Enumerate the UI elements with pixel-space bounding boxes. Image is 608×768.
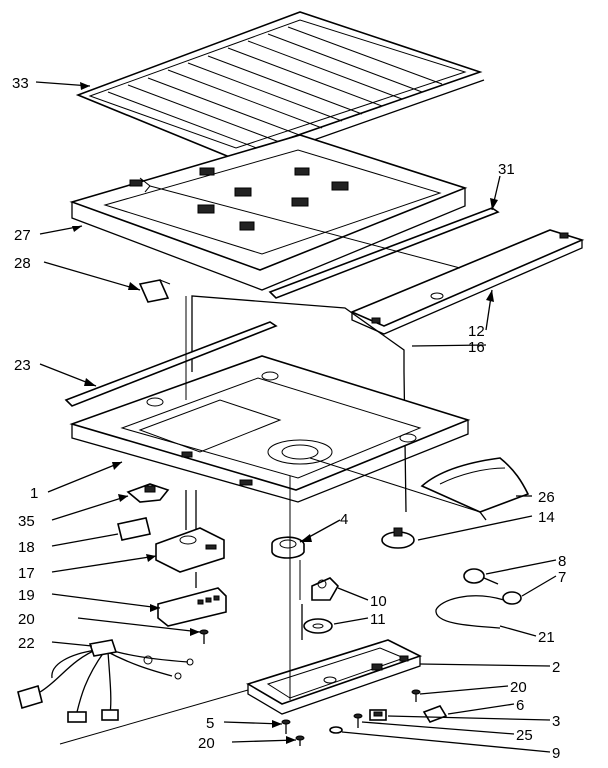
part-27-frame bbox=[69, 134, 468, 291]
callout-14: 14 bbox=[538, 509, 555, 526]
callout-23: 23 bbox=[14, 357, 31, 374]
part-7-connector bbox=[502, 591, 522, 605]
callout-2: 2 bbox=[552, 659, 560, 676]
part-14-foot bbox=[381, 527, 415, 549]
callout-9: 9 bbox=[552, 745, 560, 762]
callout-1: 1 bbox=[30, 485, 38, 502]
callout-18: 18 bbox=[18, 539, 35, 556]
callout-20-lower: 20 bbox=[198, 735, 215, 752]
part-22-harness bbox=[17, 639, 194, 723]
part-4-knob bbox=[271, 536, 305, 559]
callout-16: 16 bbox=[468, 339, 485, 356]
callout-22: 22 bbox=[18, 635, 35, 652]
callout-3: 3 bbox=[552, 713, 560, 730]
callout-7: 7 bbox=[558, 569, 566, 586]
part-26-cover bbox=[420, 457, 530, 521]
part-31-strip bbox=[268, 207, 500, 299]
callout-28: 28 bbox=[14, 255, 31, 272]
callout-6: 6 bbox=[516, 697, 524, 714]
part-21-lead-wire bbox=[435, 595, 505, 629]
part-33-top-grille bbox=[75, 11, 485, 167]
callout-20-upper: 20 bbox=[18, 611, 35, 628]
part-8-ring-terminal bbox=[463, 568, 499, 585]
part-20-screws bbox=[199, 629, 421, 746]
part-1-main-pan bbox=[69, 355, 471, 503]
leader-arrowheads bbox=[72, 82, 498, 744]
callout-labels: 33 31 27 28 12 16 23 1 26 35 14 4 18 17 … bbox=[12, 75, 566, 762]
callout-35: 35 bbox=[18, 513, 35, 530]
part-3-block bbox=[369, 709, 387, 721]
part-17-housing bbox=[155, 490, 225, 573]
callout-17: 17 bbox=[18, 565, 35, 582]
callout-19: 19 bbox=[18, 587, 35, 604]
callout-12: 12 bbox=[468, 323, 485, 340]
callout-25: 25 bbox=[516, 727, 533, 744]
callout-27: 27 bbox=[14, 227, 31, 244]
callout-33: 33 bbox=[12, 75, 29, 92]
part-18-pad bbox=[117, 517, 151, 541]
callout-4: 4 bbox=[340, 511, 348, 528]
part-2-base-tray bbox=[246, 639, 423, 715]
part-9-washer bbox=[329, 726, 343, 734]
callout-10: 10 bbox=[370, 593, 387, 610]
callout-11: 11 bbox=[370, 611, 386, 628]
part-12-bracket bbox=[349, 229, 585, 335]
part-23-edge-strip bbox=[64, 321, 278, 407]
callout-21: 21 bbox=[538, 629, 555, 646]
callout-5: 5 bbox=[206, 715, 214, 732]
part-11-disc bbox=[303, 618, 333, 634]
part-35-clip bbox=[126, 483, 170, 503]
part-6-connector bbox=[422, 705, 448, 723]
part-5-screw bbox=[281, 719, 291, 734]
callout-20-right: 20 bbox=[510, 679, 527, 696]
part-25-screw bbox=[353, 713, 363, 728]
part-10-thermostat bbox=[301, 577, 339, 640]
part-28-block bbox=[138, 279, 171, 303]
callout-26: 26 bbox=[538, 489, 555, 506]
callout-31: 31 bbox=[498, 161, 515, 178]
part-19-switch bbox=[157, 572, 227, 627]
callout-8: 8 bbox=[558, 553, 566, 570]
assembly-lines bbox=[59, 185, 481, 745]
